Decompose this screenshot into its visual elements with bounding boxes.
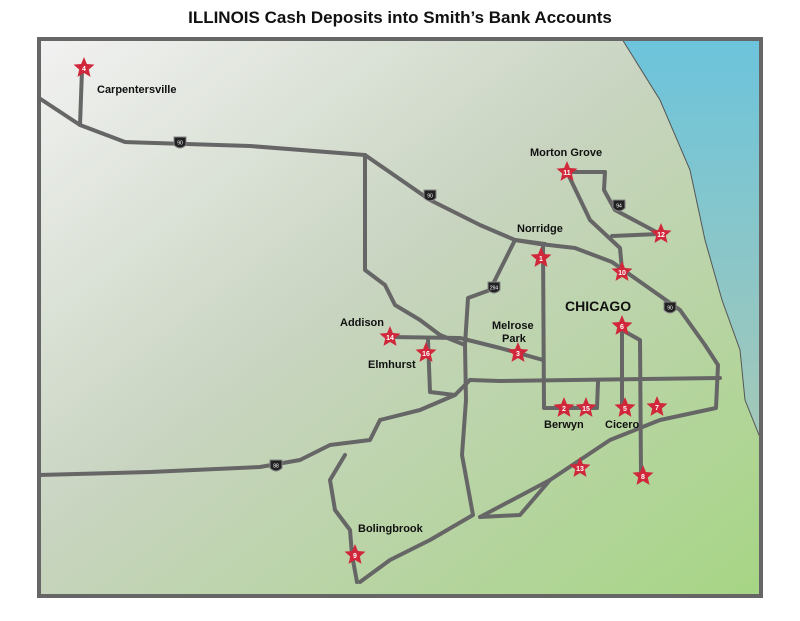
deposit-star-9[interactable]: 9 <box>344 544 366 564</box>
deposit-star-15[interactable]: 15 <box>575 397 597 417</box>
deposit-number: 15 <box>582 406 590 413</box>
deposit-star-10[interactable]: 10 <box>611 261 633 281</box>
deposit-number: 14 <box>386 335 394 342</box>
star-icon <box>650 223 672 243</box>
deposit-star-3[interactable]: 3 <box>507 342 529 362</box>
deposit-star-14[interactable]: 14 <box>379 326 401 346</box>
star-icon <box>614 397 636 417</box>
deposit-star-12[interactable]: 12 <box>650 223 672 243</box>
label-elmhurst: Elmhurst <box>368 359 416 371</box>
deposit-number: 3 <box>516 351 520 358</box>
star-icon <box>530 247 552 267</box>
label-berwyn: Berwyn <box>544 419 584 431</box>
highway-number: 90 <box>177 141 183 147</box>
deposit-number: 16 <box>422 351 430 358</box>
highway-number: 88 <box>273 464 279 470</box>
label-morton-grove: Morton Grove <box>530 147 602 159</box>
star-icon <box>632 465 654 485</box>
deposit-number: 4 <box>82 66 86 73</box>
deposit-star-6[interactable]: 6 <box>611 315 633 335</box>
star-icon <box>569 457 591 477</box>
deposit-star-16[interactable]: 16 <box>415 342 437 362</box>
shield-icon <box>663 301 677 314</box>
interstate-shield-90: 90 <box>423 189 437 202</box>
shield-icon <box>612 199 626 212</box>
label-park: Park <box>502 333 527 345</box>
interstate-shield-294: 294 <box>487 281 501 294</box>
label-bolingbrook: Bolingbrook <box>358 523 424 535</box>
label-melrose: Melrose <box>492 320 534 332</box>
highway-shields: 90 90 94 294 90 88 <box>173 136 677 472</box>
deposit-star-4[interactable]: 4 <box>73 57 95 77</box>
interstate-shield-94: 94 <box>612 199 626 212</box>
deposit-number: 9 <box>353 553 357 560</box>
label-norridge: Norridge <box>517 223 563 235</box>
star-icon <box>507 342 529 362</box>
star-icon <box>344 544 366 564</box>
interstate-shield-88: 88 <box>269 459 283 472</box>
deposit-number: 5 <box>623 406 627 413</box>
interstate-shield-90: 90 <box>663 301 677 314</box>
deposit-star-8[interactable]: 8 <box>632 465 654 485</box>
highway-number: 294 <box>490 286 499 292</box>
highway-number: 94 <box>616 204 622 210</box>
deposit-number: 10 <box>618 270 626 277</box>
shield-icon <box>173 136 187 149</box>
deposit-star-2[interactable]: 2 <box>553 397 575 417</box>
star-icon <box>646 396 668 416</box>
label-addison: Addison <box>340 317 384 329</box>
star-icon <box>415 342 437 362</box>
deposit-number: 13 <box>576 466 584 473</box>
star-icon <box>611 315 633 335</box>
star-icon <box>553 397 575 417</box>
shield-icon <box>487 281 501 294</box>
star-icon <box>575 397 597 417</box>
map-title: ILLINOIS Cash Deposits into Smith’s Bank… <box>188 8 612 27</box>
deposit-number: 8 <box>641 474 645 481</box>
deposit-number: 7 <box>655 405 659 412</box>
roads <box>37 68 722 584</box>
shield-icon <box>423 189 437 202</box>
land-area <box>39 39 761 596</box>
deposit-star-13[interactable]: 13 <box>569 457 591 477</box>
label-cicero: Cicero <box>605 419 640 431</box>
star-icon <box>379 326 401 346</box>
interstate-shield-90: 90 <box>173 136 187 149</box>
shield-icon <box>269 459 283 472</box>
deposit-star-1[interactable]: 1 <box>530 247 552 267</box>
star-icon <box>556 161 578 181</box>
label-carpentersville: Carpentersville <box>97 84 176 96</box>
deposit-number: 6 <box>620 324 624 331</box>
highway-number: 90 <box>667 306 673 312</box>
deposit-number: 12 <box>657 232 665 239</box>
deposit-star-7[interactable]: 7 <box>646 396 668 416</box>
star-icon <box>611 261 633 281</box>
label-chicago: CHICAGO <box>565 298 631 314</box>
deposit-number: 11 <box>563 170 571 177</box>
deposit-star-11[interactable]: 11 <box>556 161 578 181</box>
deposit-star-5[interactable]: 5 <box>614 397 636 417</box>
star-icon <box>73 57 95 77</box>
deposit-number: 1 <box>539 256 543 263</box>
map-border <box>37 37 763 598</box>
highway-number: 90 <box>427 194 433 200</box>
deposit-number: 2 <box>562 406 566 413</box>
